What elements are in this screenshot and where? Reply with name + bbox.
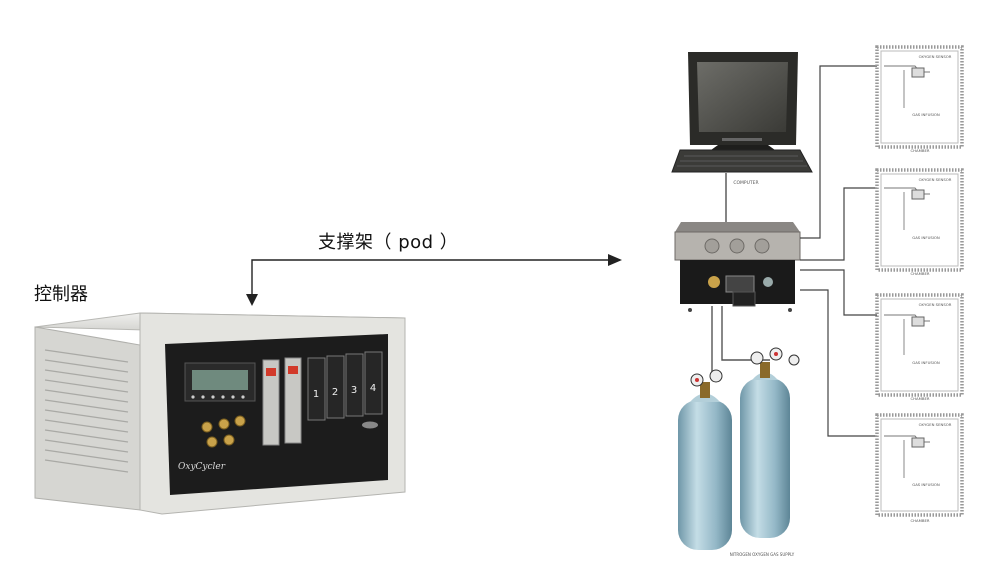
brass-fittings: [201, 415, 246, 448]
pod-chamber-lines: [800, 65, 877, 437]
computer-label: COMPUTER: [733, 180, 758, 186]
chamber: [875, 413, 964, 517]
oxygen-sensor-label: OXYGEN SENSOR: [919, 177, 952, 182]
chamber-label: CHAMBER: [910, 518, 929, 523]
chamber-label: CHAMBER: [910, 396, 929, 401]
channel-number: 3: [351, 385, 357, 396]
connector-arrow: [246, 254, 622, 306]
oxygen-sensor-label: OXYGEN SENSOR: [919, 54, 952, 59]
gas-infusion-label: GAS INFUSION: [912, 360, 940, 365]
chamber: [875, 293, 964, 397]
lcd-display: [184, 362, 256, 402]
channel-modules: [307, 351, 383, 421]
chamber: [875, 45, 964, 149]
flow-meters: [262, 357, 302, 446]
chamber-label: CHAMBER: [910, 271, 929, 276]
oxygen-sensor-label: OXYGEN SENSOR: [919, 302, 952, 307]
gas-cylinder-right: [740, 347, 800, 538]
gas-infusion-label: GAS INFUSION: [912, 112, 940, 117]
pod-box: [674, 222, 801, 312]
controller-label: 控制器: [34, 284, 88, 305]
chamber-label: CHAMBER: [910, 148, 929, 153]
brand-label: OxyCycler: [178, 462, 226, 472]
gas-infusion-label: GAS INFUSION: [912, 482, 940, 487]
computer-keyboard: [671, 149, 813, 173]
oxygen-sensor-label: OXYGEN SENSOR: [919, 422, 952, 427]
chamber: [875, 168, 964, 272]
cylinders-label: NITROGEN OXYGEN GAS SUPPLY: [730, 552, 795, 557]
channel-number: 2: [332, 387, 338, 398]
gas-cylinder-left: [678, 369, 732, 550]
gas-infusion-label: GAS INFUSION: [912, 235, 940, 240]
side-vents: [44, 349, 129, 473]
controller-unit: [34, 312, 406, 515]
computer-monitor: [688, 52, 798, 150]
channel-number: 1: [313, 389, 319, 400]
pod-label: 支撑架（ pod ）: [318, 232, 459, 253]
maker-badge: [362, 421, 378, 429]
channel-number: 4: [370, 383, 376, 394]
